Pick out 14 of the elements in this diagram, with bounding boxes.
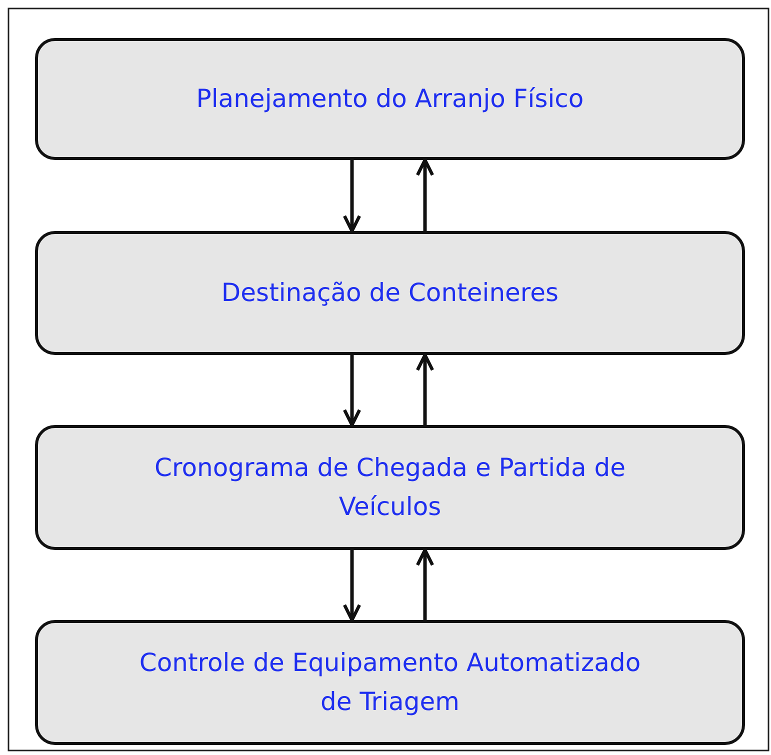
arrow: [416, 353, 434, 425]
process-box: [35, 425, 745, 550]
box-label: Planejamento do Arranjo Físico: [196, 82, 584, 115]
arrow: [342, 550, 362, 622]
box-label: Destinação de Conteineres: [221, 276, 559, 309]
process-box: [35, 231, 745, 355]
box-label: Cronograma de Chegada e Partida de Veículos: [154, 452, 626, 522]
process-box: [35, 620, 745, 745]
box-label: Controle de Equipamento Automatizado de Triagem: [138, 646, 642, 718]
arrow: [416, 548, 434, 620]
arrow: [342, 160, 362, 233]
arrow: [416, 158, 434, 231]
arrow: [342, 355, 362, 427]
process-box: [35, 38, 745, 160]
